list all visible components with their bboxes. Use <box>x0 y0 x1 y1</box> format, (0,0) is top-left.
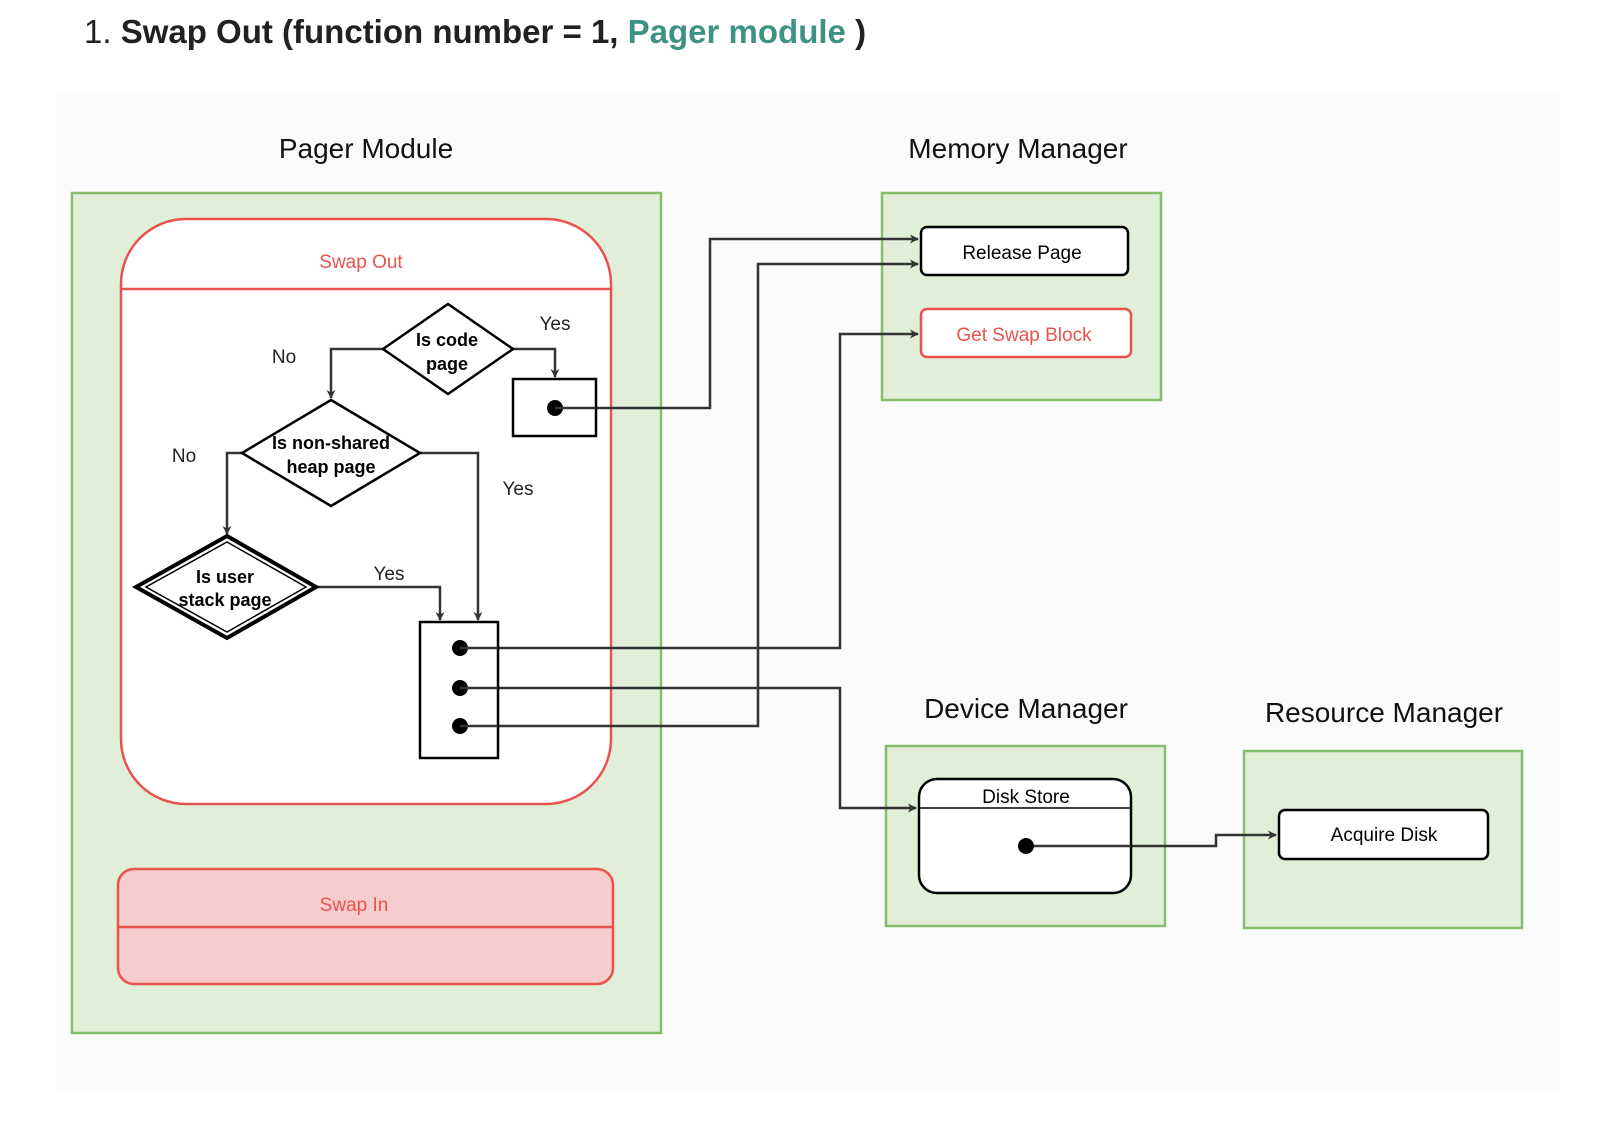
edge-heap-yes <box>420 451 483 621</box>
edge-to-release-page-2 <box>460 259 919 728</box>
edge-stack-yes <box>316 585 445 621</box>
section-heading: 1. Swap Out (function number = 1, Pager … <box>84 12 866 52</box>
label-code-no: No <box>272 347 296 368</box>
label-heap-no: No <box>172 446 196 467</box>
swap-out-label: Swap Out <box>319 252 403 273</box>
label-heap-yes: Yes <box>503 479 534 500</box>
decision-heap-page-line1: Is non-shared <box>272 433 390 453</box>
edge-to-release-page-1 <box>555 234 919 410</box>
decision-stack-page-line2: stack page <box>178 590 271 610</box>
release-page-box <box>919 225 1130 277</box>
pager-module-link[interactable]: Pager module <box>627 13 846 50</box>
resource-manager-title: Resource Manager <box>1265 697 1503 728</box>
acquire-disk-label: Acquire Disk <box>1331 825 1438 846</box>
heading-close-paren: ) <box>855 13 867 50</box>
decision-code-page-line1: Is code <box>416 330 478 350</box>
disk-store-dot <box>1018 838 1034 854</box>
decision-heap-page-line2: heap page <box>286 457 375 477</box>
heading-title: Swap Out (function number = 1, <box>120 13 619 50</box>
list-number: 1. <box>84 13 112 50</box>
edge-code-yes <box>513 347 560 378</box>
decision-stack-page <box>131 533 321 641</box>
swap-out-lane <box>119 217 613 806</box>
edge-to-get-swap-block <box>460 329 919 650</box>
label-stack-yes: Yes <box>374 564 405 585</box>
release-page-label: Release Page <box>962 243 1081 264</box>
decision-code-page-line2: page <box>426 354 468 374</box>
memory-manager-title: Memory Manager <box>908 133 1127 164</box>
decision-heap-page <box>239 398 423 508</box>
decision-code-page <box>380 302 516 396</box>
edge-code-no <box>326 347 383 399</box>
decision-stack-page-inner <box>144 541 308 633</box>
edge-to-disk-store <box>460 686 917 813</box>
device-manager-title: Device Manager <box>924 693 1128 724</box>
get-swap-block-label: Get Swap Block <box>956 325 1092 346</box>
acquire-disk-box <box>1277 808 1490 861</box>
swap-in-label: Swap In <box>320 895 389 916</box>
get-swap-block-box <box>919 307 1133 359</box>
label-code-yes: Yes <box>540 314 571 335</box>
memory-manager-container <box>880 191 1163 402</box>
decision-stack-page-line1: Is user <box>196 567 254 587</box>
edge-heap-no <box>222 451 242 535</box>
disk-store-label: Disk Store <box>982 787 1070 808</box>
pager-module-title: Pager Module <box>279 133 453 164</box>
